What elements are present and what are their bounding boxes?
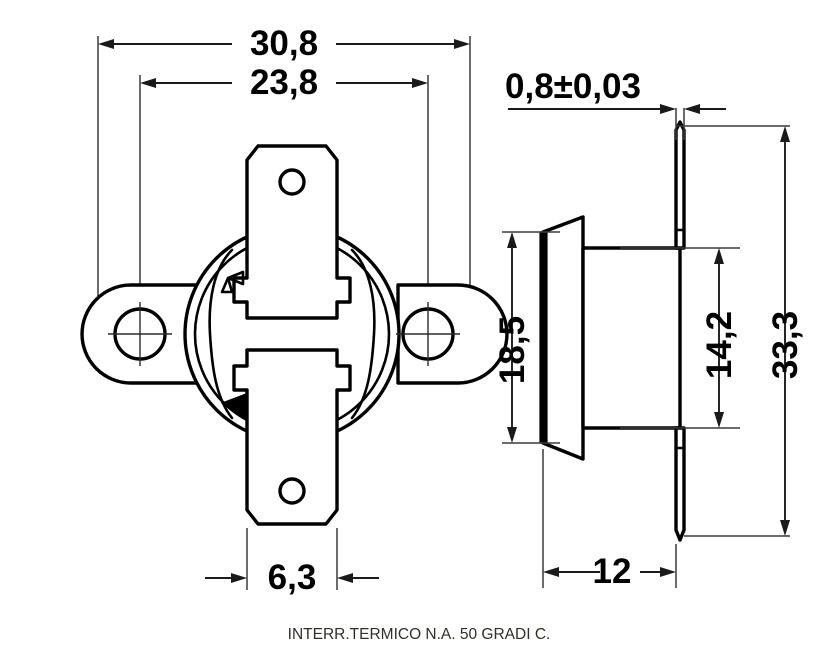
arrow-23-8-right <box>412 78 428 88</box>
body-inner-contour-left <box>208 248 234 420</box>
arrow-30-8-right <box>454 39 470 49</box>
dimension-30-8: 30,8 <box>98 24 470 63</box>
flange-plate-edge <box>539 231 548 444</box>
arrow-12-left <box>543 567 559 577</box>
front-view: 30,8 23,8 6,3 <box>80 24 509 597</box>
dim-label-33-3: 33,3 <box>766 311 805 379</box>
arrow-0-8-right <box>684 104 700 114</box>
marker-glyph-upper <box>220 270 245 294</box>
drawing-caption: INTERR.TERMICO N.A. 50 GRADI C. <box>288 626 551 643</box>
dimension-23-8: 23,8 <box>140 63 428 102</box>
terminal-blade-lower-side <box>674 426 686 542</box>
arrow-0-8-left <box>660 104 676 114</box>
arrow-18-5-top <box>507 232 517 248</box>
dimension-0-8: 0,8±0,03 <box>505 67 726 140</box>
terminal-hole-top <box>278 168 306 196</box>
side-view: 0,8±0,03 18,5 14,2 33,3 <box>493 67 805 591</box>
arrow-12-right <box>660 567 676 577</box>
flange-plate <box>541 215 585 461</box>
arrow-33-3-bottom <box>780 520 790 536</box>
dim-label-0-8: 0,8±0,03 <box>505 67 641 106</box>
dim-label-12: 12 <box>593 552 632 591</box>
dim-label-18-5: 18,5 <box>493 316 532 384</box>
dim-label-14-2: 14,2 <box>700 311 739 379</box>
arrow-14-2-bottom <box>714 412 724 428</box>
dim-label-23-8: 23,8 <box>250 63 318 102</box>
marker-arrow-lower <box>220 393 247 422</box>
arrow-18-5-bottom <box>507 427 517 443</box>
terminal-blade-top <box>232 144 352 320</box>
arrow-23-8-left <box>140 78 156 88</box>
arrow-30-8-left <box>98 39 114 49</box>
arrow-14-2-top <box>714 248 724 264</box>
dim-label-30-8: 30,8 <box>250 24 318 63</box>
arrow-6-3-left <box>231 573 247 583</box>
arrow-33-3-top <box>780 126 790 142</box>
dimension-18-5: 18,5 <box>493 232 532 443</box>
dimension-6-3: 6,3 <box>205 528 379 597</box>
front-view-body <box>80 144 509 526</box>
body-cylinder <box>581 246 682 430</box>
body-inner-contour-right <box>350 248 376 420</box>
terminal-hole-bottom <box>278 477 306 505</box>
dim-label-6-3: 6,3 <box>268 558 317 597</box>
dimension-33-3: 33,3 <box>766 126 805 536</box>
dimension-14-2: 14,2 <box>700 248 739 428</box>
terminal-blade-bottom <box>232 348 352 526</box>
dimension-12: 12 <box>542 449 677 591</box>
arrow-6-3-right <box>337 573 353 583</box>
